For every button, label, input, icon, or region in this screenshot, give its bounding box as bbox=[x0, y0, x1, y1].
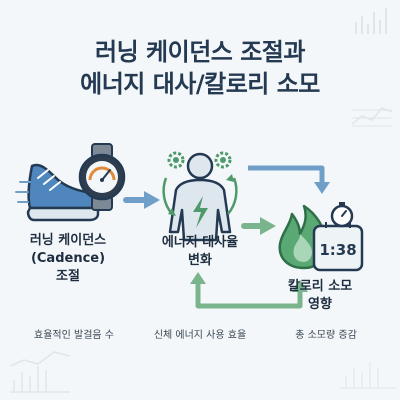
cadence-label-line-1: 러닝 케이던스 bbox=[29, 233, 107, 248]
diagram-title: 러닝 케이던스 조절과 에너지 대사/칼로리 소모 bbox=[0, 36, 400, 100]
calorie-label-line-1: 칼로리 소모 bbox=[287, 279, 353, 294]
metabolism-label-line-2: 변화 bbox=[188, 253, 212, 268]
title-line-1: 러닝 케이던스 조절과 bbox=[95, 38, 305, 66]
title-line-2: 에너지 대사/칼로리 소모 bbox=[80, 70, 320, 98]
cycle-arrows-icon bbox=[162, 174, 238, 216]
cadence-label-line-3: 조절 bbox=[56, 269, 80, 284]
gear-icon-left bbox=[167, 151, 185, 169]
calorie-label: 칼로리 소모 영향 bbox=[262, 278, 378, 314]
metabolism-caption: 신체 에너지 사용 효율 bbox=[153, 330, 247, 341]
watch-gauge-icon bbox=[78, 143, 126, 211]
metabolism-label-line-1: 에너지 대사율 bbox=[161, 235, 239, 250]
cadence-caption: 효율적인 발걸음 수 bbox=[34, 330, 114, 341]
arrow-metabolism-to-calorie bbox=[241, 217, 276, 235]
timer-display-text: 1:38 bbox=[319, 241, 356, 259]
arrow-cadence-to-metabolism bbox=[123, 191, 160, 209]
calorie-label-line-2: 영향 bbox=[308, 297, 332, 312]
gear-icon-right bbox=[214, 151, 232, 169]
arrow-metabolism-top-to-calorie bbox=[248, 165, 330, 194]
feedback-arrow bbox=[190, 272, 308, 309]
background-decoration bbox=[9, 8, 396, 393]
metabolism-label: 에너지 대사율 변화 bbox=[146, 234, 254, 270]
calorie-caption: 총 소모량 증감 bbox=[295, 330, 357, 341]
human-body-icon bbox=[168, 152, 232, 242]
cadence-label-line-2: (Cadence) bbox=[30, 251, 106, 266]
cadence-label: 러닝 케이던스 (Cadence) 조절 bbox=[10, 232, 126, 286]
calorie-display-icon: 1:38 bbox=[312, 222, 364, 272]
running-shoe-icon bbox=[15, 163, 100, 222]
stopwatch-icon bbox=[330, 202, 354, 228]
